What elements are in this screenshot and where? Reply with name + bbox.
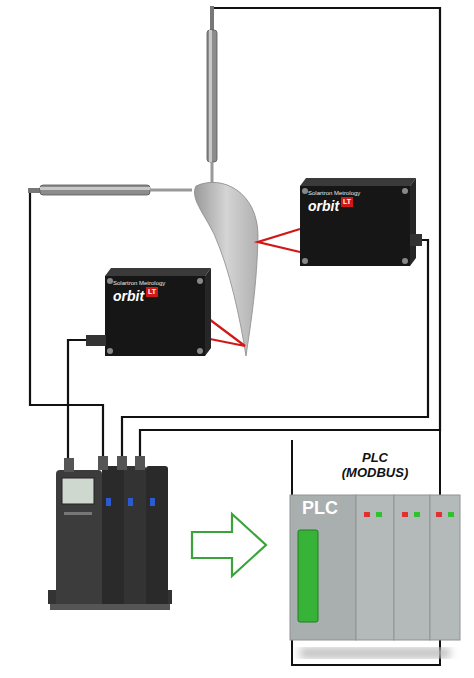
product-badge: LT	[146, 287, 158, 297]
brand-text: Solartron Metrology	[300, 186, 410, 197]
laser-sensor-label: Solartron MetrologyorbitLT	[300, 186, 410, 266]
wire	[140, 8, 440, 458]
laser-sensor	[86, 268, 211, 356]
gauge-probe	[28, 185, 192, 195]
plc-heading: PLC (MODBUS)	[335, 450, 415, 480]
plc-rack	[290, 495, 460, 658]
laser-sensor	[300, 178, 422, 266]
product-name: orbit	[300, 198, 339, 214]
gauge-probe	[207, 6, 217, 184]
laser-beam	[205, 229, 300, 346]
wire	[30, 190, 103, 458]
flow-arrow	[192, 514, 266, 576]
plc-label: PLC	[290, 498, 460, 518]
controller-modules	[48, 456, 172, 610]
product-badge: LT	[341, 197, 353, 207]
plc-unit: PLC (MODBUS) PLC	[290, 450, 460, 640]
product-name: orbit	[105, 288, 144, 304]
wire	[68, 340, 88, 460]
brand-text: Solartron Metrology	[105, 276, 205, 287]
wire	[30, 8, 440, 460]
laser-sensor-label: Solartron MetrologyorbitLT	[105, 276, 205, 356]
